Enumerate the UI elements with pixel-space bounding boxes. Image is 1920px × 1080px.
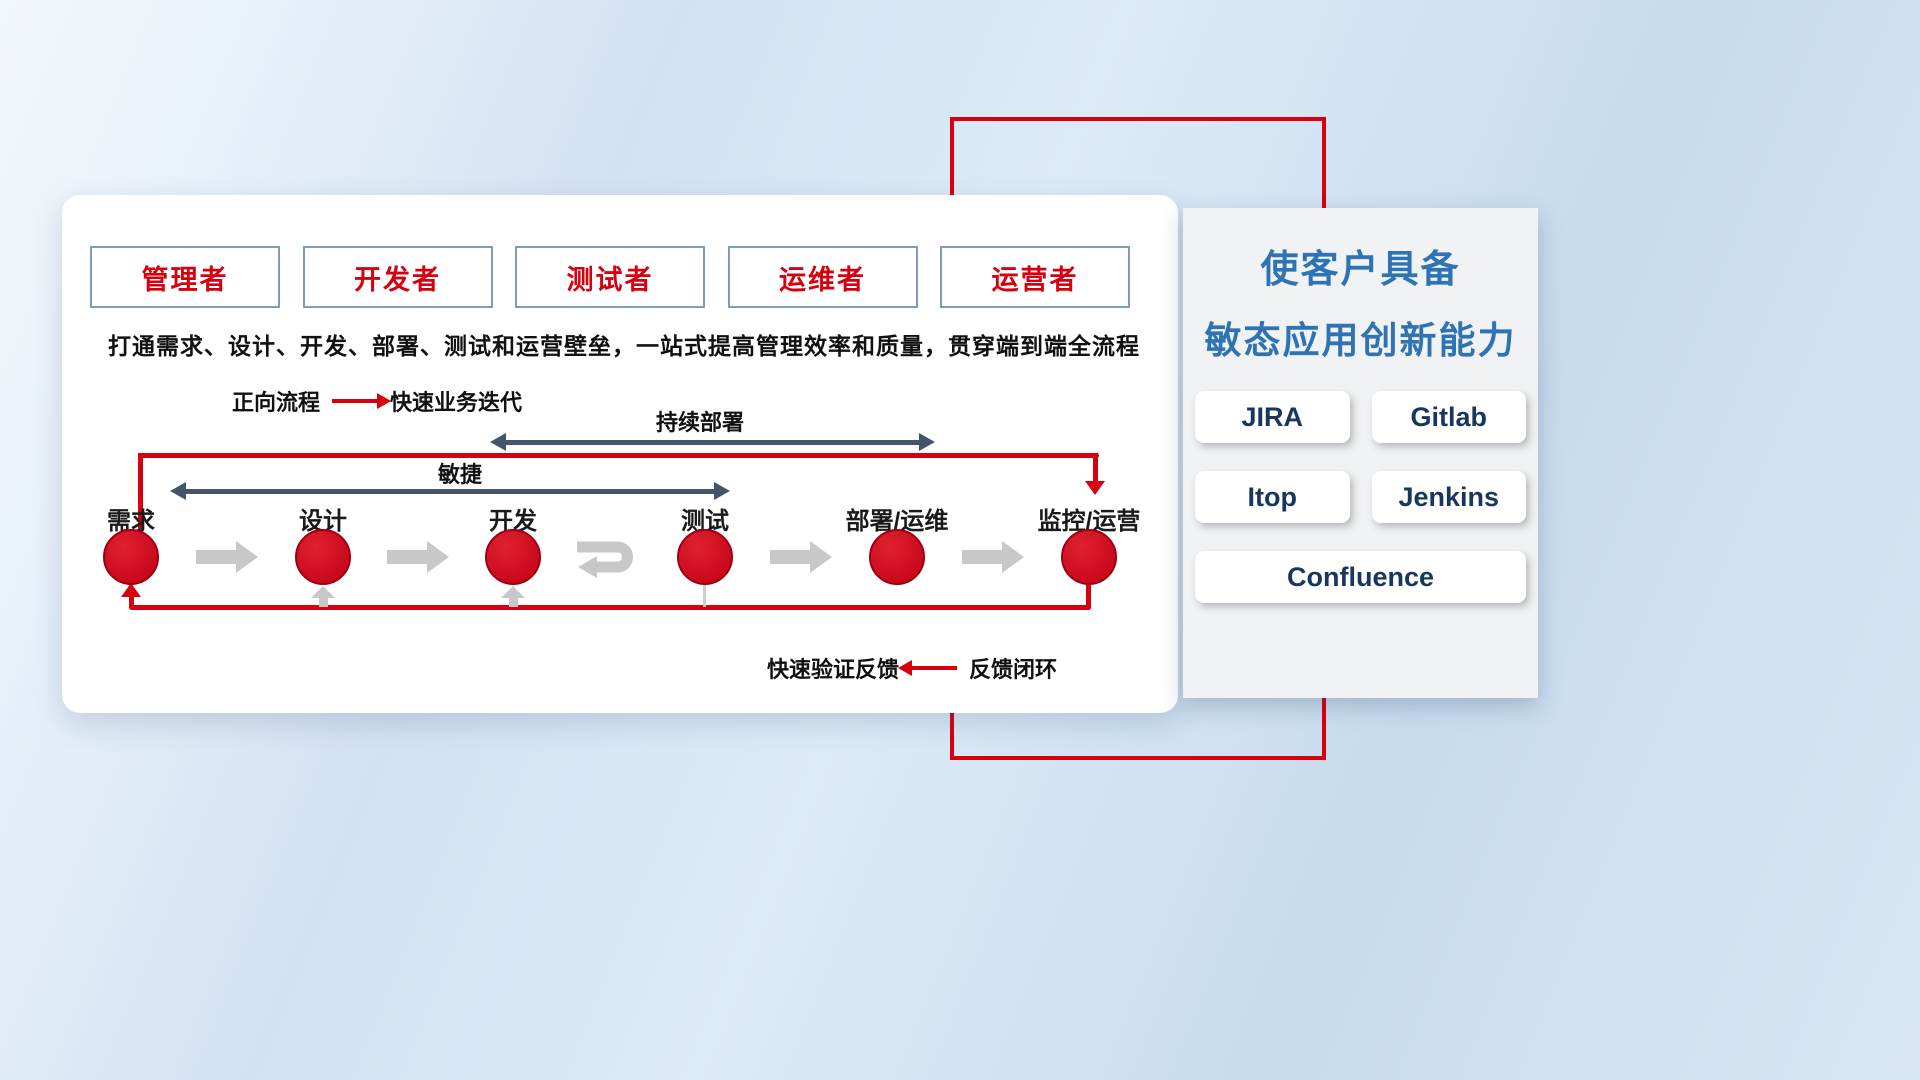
flow-right-arrow-icon xyxy=(196,541,258,573)
legend-feedback-desc: 快速验证反馈 xyxy=(767,657,900,682)
test-drop-line xyxy=(703,585,706,607)
loop-top-line xyxy=(138,453,1099,458)
panel-title-line1: 使客户具备 xyxy=(1260,249,1461,291)
role-box-ops: 运维者 xyxy=(727,246,918,308)
tools-grid: JIRA Gitlab Itop Jenkins Confluence xyxy=(1195,391,1526,603)
flow-right-arrow-icon xyxy=(962,541,1024,573)
tool-badge-confluence: Confluence xyxy=(1195,551,1526,603)
role-box-tester: 测试者 xyxy=(515,246,705,308)
forward-arrow-icon xyxy=(332,393,392,409)
feedback-up-arrow-icon xyxy=(311,586,335,598)
legend-forward-desc: 快速业务迭代 xyxy=(390,390,523,415)
cd-double-arrow-icon xyxy=(490,433,935,451)
stage-node-deploy-ops xyxy=(869,529,925,585)
loop-right-drop xyxy=(1086,583,1091,608)
flow-right-arrow-icon xyxy=(770,541,832,573)
loop-left-line xyxy=(138,453,143,529)
tool-badge-jira: JIRA xyxy=(1195,391,1350,443)
feedback-up-arrow-stem xyxy=(319,597,328,607)
role-box-operator: 运营者 xyxy=(940,246,1130,308)
legend-feedback: 快速验证反馈 反馈闭环 xyxy=(767,654,1057,682)
stage-node-develop xyxy=(485,529,541,585)
loop-right-line xyxy=(1093,453,1098,483)
flow-right-arrow-icon xyxy=(387,541,449,573)
role-box-manager: 管理者 xyxy=(90,246,280,308)
iteration-loop-icon xyxy=(577,541,633,578)
tool-badge-itop: Itop xyxy=(1195,471,1350,523)
legend-feedback-title: 反馈闭环 xyxy=(969,657,1058,682)
role-box-developer: 开发者 xyxy=(302,246,493,308)
tool-badge-gitlab: Gitlab xyxy=(1371,391,1526,443)
legend-forward-title: 正向流程 xyxy=(232,390,321,415)
feedback-arrow-icon xyxy=(898,660,958,676)
stage-node-requirements xyxy=(103,529,159,585)
cd-arrow-label: 持续部署 xyxy=(655,410,745,435)
loop-arrowhead-up-icon xyxy=(121,583,141,597)
tool-badge-jenkins: Jenkins xyxy=(1371,471,1526,523)
roles-row: 管理者 开发者 测试者 运维者 运营者 xyxy=(90,246,1130,308)
legend-forward: 正向流程 快速业务迭代 xyxy=(232,387,522,415)
panel-title-line2: 敏态应用创新能力 xyxy=(1204,320,1517,361)
loop-left-rise xyxy=(129,597,134,608)
agile-double-arrow-icon xyxy=(170,482,730,500)
agile-arrow-label: 敏捷 xyxy=(437,462,483,487)
devops-flow-card: 管理者 开发者 测试者 运维者 运营者 打通需求、设计、开发、部署、测试和运营壁… xyxy=(62,195,1178,713)
stage-node-test xyxy=(677,529,733,585)
feedback-up-arrow-stem xyxy=(509,597,518,607)
loop-arrowhead-down-icon xyxy=(1085,481,1105,495)
feedback-up-arrow-icon xyxy=(501,586,525,598)
flow-subtitle: 打通需求、设计、开发、部署、测试和运营壁垒，一站式提高管理效率和质量，贯穿端到端… xyxy=(108,333,1140,359)
capability-panel: 使客户具备 敏态应用创新能力 JIRA Gitlab Itop Jenkins … xyxy=(1183,208,1538,698)
stage-node-design xyxy=(295,529,351,585)
loop-bottom-line xyxy=(129,605,1091,610)
stage-node-monitor-ops xyxy=(1061,529,1117,585)
